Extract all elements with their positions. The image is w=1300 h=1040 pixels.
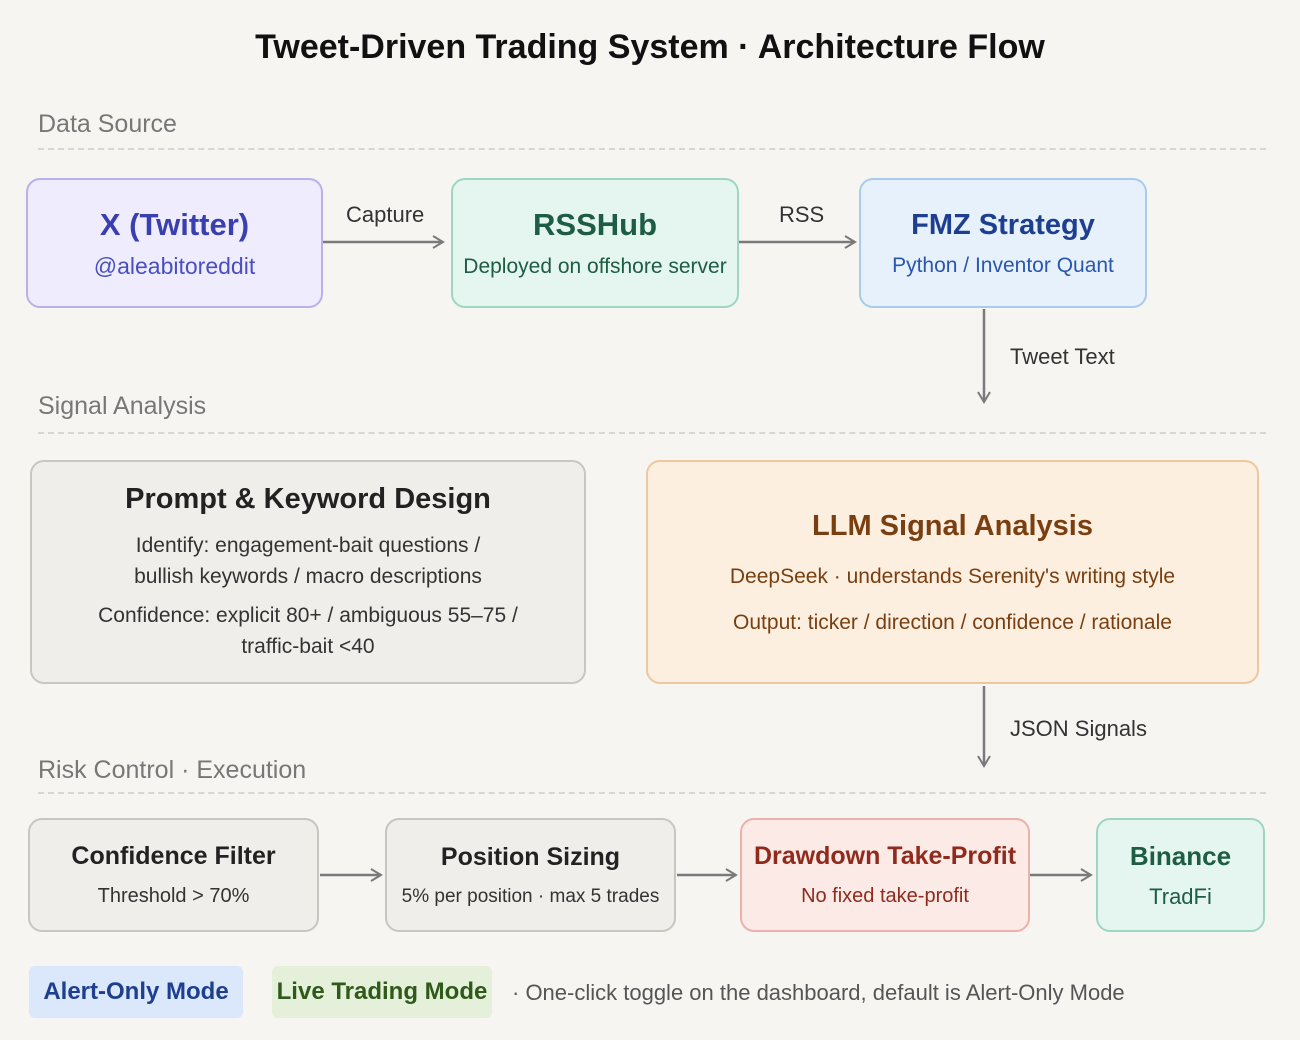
node-fmz-sub: Python / Inventor Quant xyxy=(892,253,1114,277)
live-trading-mode-badge[interactable]: Live Trading Mode xyxy=(272,966,492,1018)
node-fmz-title: FMZ Strategy xyxy=(911,208,1095,241)
mode-toggle-note: · One-click toggle on the dashboard, def… xyxy=(512,980,1125,1005)
node-rsshub-sub: Deployed on offshore server xyxy=(463,255,727,278)
alert-only-mode-badge[interactable]: Alert-Only Mode xyxy=(29,966,243,1018)
edge-label-tweet-text: Tweet Text xyxy=(1010,344,1115,369)
node-binance-sub: TradFi xyxy=(1149,883,1212,909)
edge-label-capture: Capture xyxy=(346,202,425,227)
node-position-sizing: Position Sizing 5% per position · max 5 … xyxy=(385,818,676,932)
node-llm-line2: Output: ticker / direction / confidence … xyxy=(733,610,1172,634)
node-confidence-title: Confidence Filter xyxy=(71,842,276,870)
node-twitter-sub: @aleabitoreddit xyxy=(93,252,256,279)
node-rsshub: RSSHub Deployed on offshore server xyxy=(451,178,739,308)
edge-label-json-signals: JSON Signals xyxy=(1010,716,1147,741)
section-divider xyxy=(38,432,1266,434)
section-label-data-source: Data Source xyxy=(38,110,177,138)
section-divider xyxy=(38,148,1266,150)
node-prompt-line3: Confidence: explicit 80+ / ambiguous 55–… xyxy=(98,603,518,627)
node-confidence-filter: Confidence Filter Threshold > 70% xyxy=(28,818,319,932)
section-label-risk-execution: Risk Control · Execution xyxy=(38,756,307,784)
node-drawdown-sub: No fixed take-profit xyxy=(801,885,969,907)
node-llm-title: LLM Signal Analysis xyxy=(812,509,1093,542)
edge-label-rss: RSS xyxy=(779,202,825,227)
page-title: Tweet-Driven Trading System · Architectu… xyxy=(255,28,1045,66)
node-drawdown-take-profit: Drawdown Take-Profit No fixed take-profi… xyxy=(740,818,1030,932)
node-position-sub: 5% per position · max 5 trades xyxy=(401,885,660,907)
node-prompt-line1: Identify: engagement-bait questions / xyxy=(135,533,481,557)
node-confidence-sub: Threshold > 70% xyxy=(97,885,250,907)
node-rsshub-title: RSSHub xyxy=(533,207,657,242)
node-llm-line1: DeepSeek · understands Serenity's writin… xyxy=(729,564,1176,588)
node-fmz: FMZ Strategy Python / Inventor Quant xyxy=(859,178,1147,308)
node-binance: Binance TradFi xyxy=(1096,818,1265,932)
node-twitter-title: X (Twitter) xyxy=(99,206,250,242)
node-binance-title: Binance xyxy=(1129,840,1232,871)
node-position-title: Position Sizing xyxy=(440,842,621,871)
node-drawdown-title: Drawdown Take-Profit xyxy=(753,842,1017,870)
node-prompt-line4: traffic-bait <40 xyxy=(241,634,375,658)
node-prompt-title: Prompt & Keyword Design xyxy=(125,482,491,515)
node-prompt-line2: bullish keywords / macro descriptions xyxy=(134,564,482,588)
node-twitter: X (Twitter) @aleabitoreddit xyxy=(26,178,323,308)
node-prompt-design: Prompt & Keyword Design Identify: engage… xyxy=(30,460,586,684)
node-llm-analysis: LLM Signal Analysis DeepSeek · understan… xyxy=(646,460,1259,684)
section-divider xyxy=(38,792,1266,794)
section-label-signal-analysis: Signal Analysis xyxy=(38,392,207,420)
